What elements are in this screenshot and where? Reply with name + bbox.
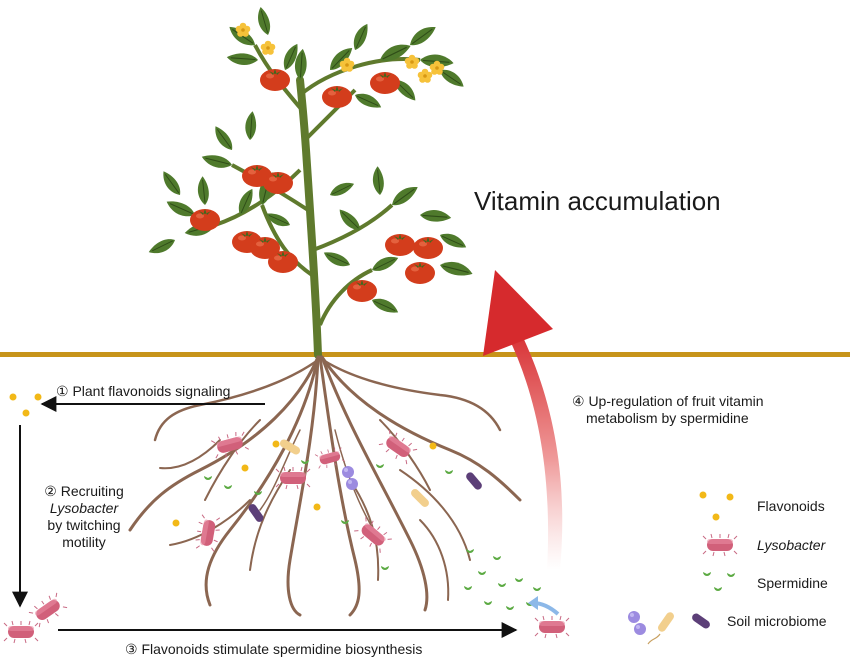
tomato-plant bbox=[146, 5, 475, 359]
lysobacter-cell-right bbox=[534, 615, 570, 639]
step2-line1: ② Recruiting bbox=[44, 483, 124, 499]
legend-label-flavonoids: Flavonoids bbox=[757, 498, 825, 514]
red-curved-arrow bbox=[483, 270, 563, 570]
legend-label-lysobacter: Lysobacter bbox=[757, 537, 826, 553]
step4-line1: ④ Up-regulation of fruit vitamin bbox=[572, 393, 764, 409]
step4-label: ④ Up-regulation of fruit vitamin metabol… bbox=[572, 393, 822, 427]
diagram-title: Vitamin accumulation bbox=[474, 186, 721, 216]
legend-label-soil-microbiome: Soil microbiome bbox=[727, 613, 827, 629]
step2-line4: motility bbox=[62, 534, 106, 550]
flavonoid-dots-icon bbox=[699, 491, 734, 521]
lysobacter-cells-left bbox=[3, 590, 69, 644]
flavonoid-signal-dots bbox=[9, 393, 42, 417]
step2-label: ② Recruiting Lysobacter by twitching mot… bbox=[24, 483, 144, 551]
step1-label: ① Plant flavonoids signaling bbox=[56, 383, 231, 399]
lysobacter-rod-icon bbox=[702, 533, 738, 557]
spermidine-dots-icon bbox=[703, 572, 735, 591]
step2-line3: by twitching bbox=[47, 517, 121, 533]
soil-line bbox=[0, 352, 850, 357]
rhizosphere-microbes bbox=[172, 427, 484, 570]
step3-label: ③ Flavonoids stimulate spermidine biosyn… bbox=[125, 641, 423, 657]
step4-line2: metabolism by spermidine bbox=[586, 410, 749, 426]
step2-line2: Lysobacter bbox=[49, 500, 119, 516]
soil-microbes-icon bbox=[628, 610, 712, 645]
spermidine-cluster bbox=[464, 549, 541, 610]
legend-label-spermidine: Spermidine bbox=[757, 575, 828, 591]
